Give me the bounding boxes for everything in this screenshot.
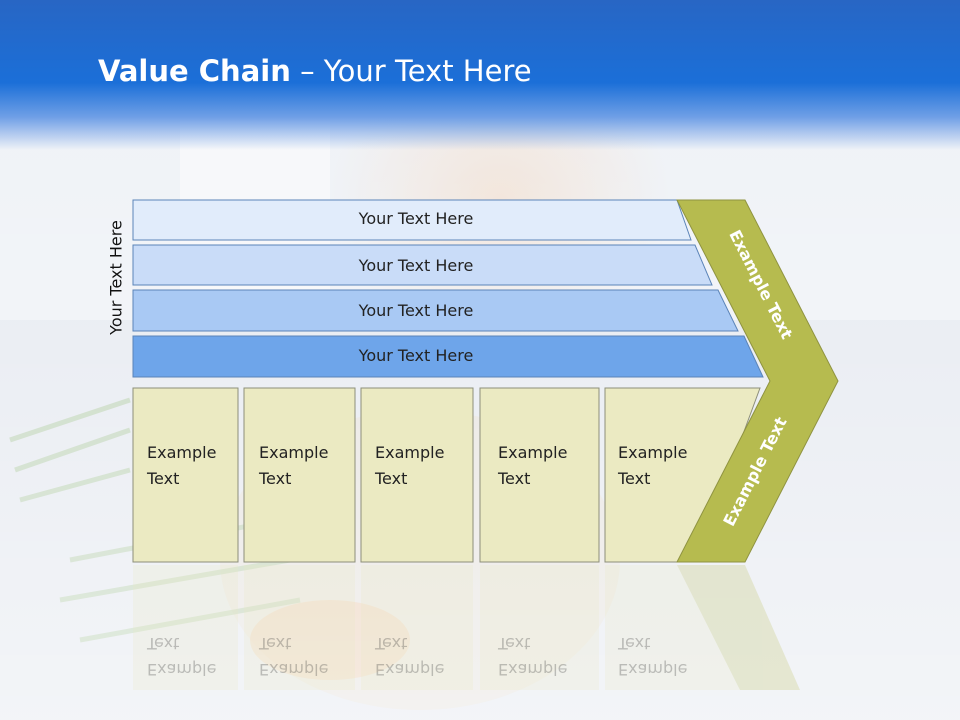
primary-cell-4-label: Example Text	[498, 443, 568, 488]
primary-cell-1-reflection: Example Text	[147, 634, 217, 679]
primary-cell-4-reflection: Example Text	[498, 634, 568, 679]
primary-cell-5-reflection: Example Text	[618, 634, 688, 679]
side-label: Your Text Here	[106, 220, 126, 335]
title-bold: Value Chain	[98, 54, 291, 88]
support-row-1	[132, 199, 692, 241]
title-rest: – Your Text Here	[290, 54, 532, 88]
support-row-3-label: Your Text Here	[358, 301, 474, 320]
primary-cell-1	[132, 387, 239, 563]
support-row-4-label: Your Text Here	[358, 346, 474, 365]
support-row-1-label: Your Text Here	[358, 209, 474, 228]
primary-cell-2-reflection: Example Text	[259, 634, 329, 679]
header-band	[0, 0, 960, 150]
support-row-2-label: Your Text Here	[358, 256, 474, 275]
reflection	[133, 565, 800, 690]
primary-cell-5-label: Example Text	[618, 443, 688, 488]
slide-title: Value Chain – Your Text Here	[98, 54, 532, 88]
support-rows	[132, 199, 764, 378]
margin-chevron	[676, 199, 839, 563]
primary-cell-2-label: Example Text	[259, 443, 329, 488]
primary-cell-1-label: Example Text	[147, 443, 217, 488]
primary-cell-2	[243, 387, 356, 563]
support-row-4	[132, 335, 764, 378]
support-row-2	[132, 244, 713, 286]
primary-cell-3-label: Example Text	[375, 443, 445, 488]
primary-cell-4	[479, 387, 600, 563]
support-row-3	[132, 289, 739, 332]
primary-cell-3	[360, 387, 474, 563]
primary-cell-3-reflection: Example Text	[375, 634, 445, 679]
primary-cells	[132, 387, 761, 563]
